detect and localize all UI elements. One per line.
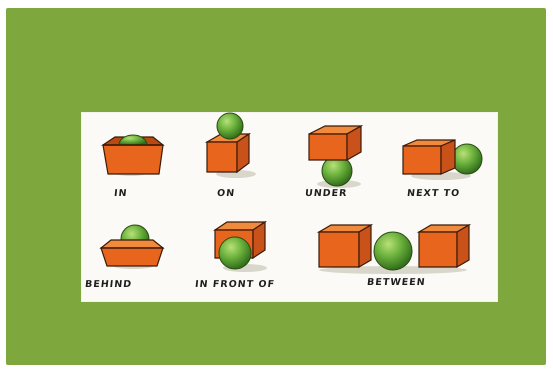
label-in: IN [113,188,129,199]
label-behind: BEHIND [84,279,133,290]
between-illustration [316,223,472,274]
green-background-frame: IN ON UNDER NEXT TO BEHIND IN FRONT OF B… [6,8,546,365]
under-illustration [308,124,364,188]
next-to-illustration [402,139,483,180]
behind-illustration [99,224,165,269]
on-illustration [204,112,256,178]
prepositions-card: IN ON UNDER NEXT TO BEHIND IN FRONT OF B… [81,112,498,302]
label-between: BETWEEN [366,277,427,288]
in-illustration [101,134,165,176]
label-under: UNDER [304,188,348,199]
label-in-front-of: IN FRONT OF [194,279,276,290]
prepositions-illustration [99,112,483,274]
label-next-to: NEXT TO [406,188,461,199]
in-front-of-illustration [213,220,267,272]
label-on: ON [216,188,236,199]
